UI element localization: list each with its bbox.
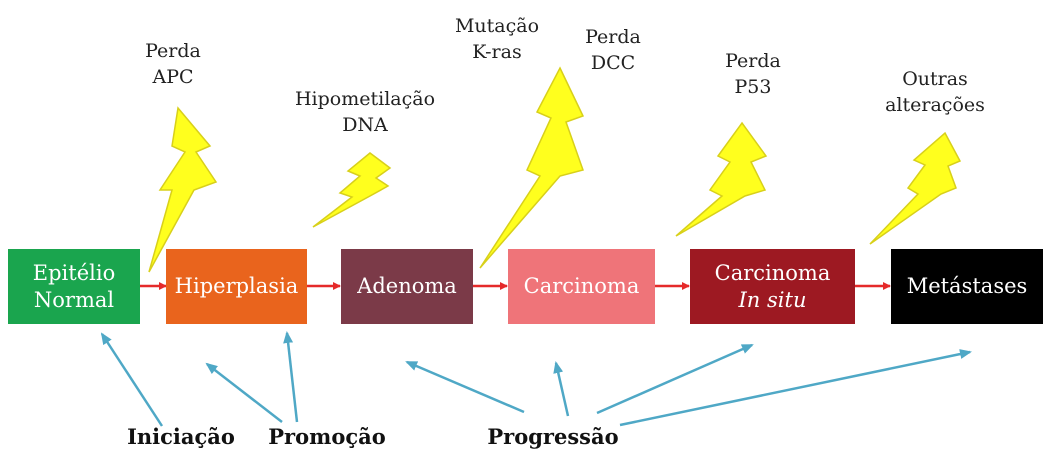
- event-perda-p53-line1: Perda: [725, 50, 781, 72]
- event-label-outras: Outras alterações: [885, 66, 985, 118]
- event-hipometilacao-line2: DNA: [342, 114, 388, 136]
- lightning-bolt-icon-hipometilacao: [312, 152, 392, 228]
- event-outras-line2: alterações: [885, 94, 985, 116]
- stage-label-iniciacao: Iniciação: [127, 424, 235, 449]
- box-metastases: Metástases: [891, 249, 1043, 324]
- box-adenoma-label: Adenoma: [357, 274, 457, 298]
- event-label-mutacao-kras: Mutação K-ras: [455, 13, 539, 65]
- box-epitelio-normal: Epitélio Normal: [8, 249, 140, 324]
- lightning-bolt-icon-kras: [479, 66, 585, 269]
- box-insitu-line1: Carcinoma: [714, 260, 831, 285]
- box-epitelio-line1: Epitélio: [32, 260, 116, 285]
- pointer-arrow-progressao-4: [619, 349, 972, 427]
- lightning-bolt-icon-apc: [148, 106, 218, 273]
- box-hiperplasia-label: Hiperplasia: [174, 274, 299, 298]
- event-label-hipometilacao: Hipometilação DNA: [295, 86, 435, 138]
- box-insitu-line2: In situ: [738, 287, 807, 312]
- pointer-arrow-promocao-2: [283, 331, 299, 423]
- pointer-arrow-progressao-3: [596, 343, 754, 415]
- box-adenoma: Adenoma: [341, 249, 473, 324]
- event-perda-dcc-line1: Perda: [585, 26, 641, 48]
- event-outras-line1: Outras: [902, 68, 968, 90]
- event-mutacao-line2: K-ras: [472, 41, 522, 63]
- event-perda-p53-line2: P53: [734, 76, 772, 98]
- stage-label-promocao: Promoção: [268, 424, 386, 449]
- event-mutacao-line1: Mutação: [454, 15, 540, 37]
- event-label-perda-p53: Perda P53: [725, 48, 781, 100]
- stage-label-progressao: Progressão: [487, 424, 619, 449]
- box-metastases-label: Metástases: [906, 274, 1028, 298]
- pointer-arrow-progressao-2: [553, 361, 570, 417]
- box-carcinoma-label: Carcinoma: [523, 274, 640, 298]
- pointer-arrow-iniciacao: [100, 332, 164, 427]
- box-carcinoma-in-situ: Carcinoma In situ: [690, 249, 855, 324]
- box-carcinoma: Carcinoma: [508, 249, 655, 324]
- lightning-bolt-icon-outras: [869, 131, 962, 245]
- lightning-bolts: [148, 66, 962, 273]
- event-perda-dcc-line2: DCC: [590, 52, 636, 74]
- event-perda-apc-line1: Perda: [145, 40, 201, 62]
- lightning-bolt-icon-p53: [675, 121, 768, 237]
- event-label-perda-apc: Perda APC: [145, 38, 201, 90]
- pointer-arrow-progressao-1: [405, 360, 525, 414]
- event-perda-apc-line2: APC: [152, 66, 194, 88]
- stage-arrows: [100, 331, 972, 427]
- box-epitelio-line2: Normal: [33, 287, 115, 312]
- event-hipometilacao-line1: Hipometilação: [294, 88, 436, 110]
- pointer-arrow-promocao-1: [205, 362, 283, 423]
- box-hiperplasia: Hiperplasia: [166, 249, 307, 324]
- event-label-perda-dcc: Perda DCC: [585, 24, 641, 76]
